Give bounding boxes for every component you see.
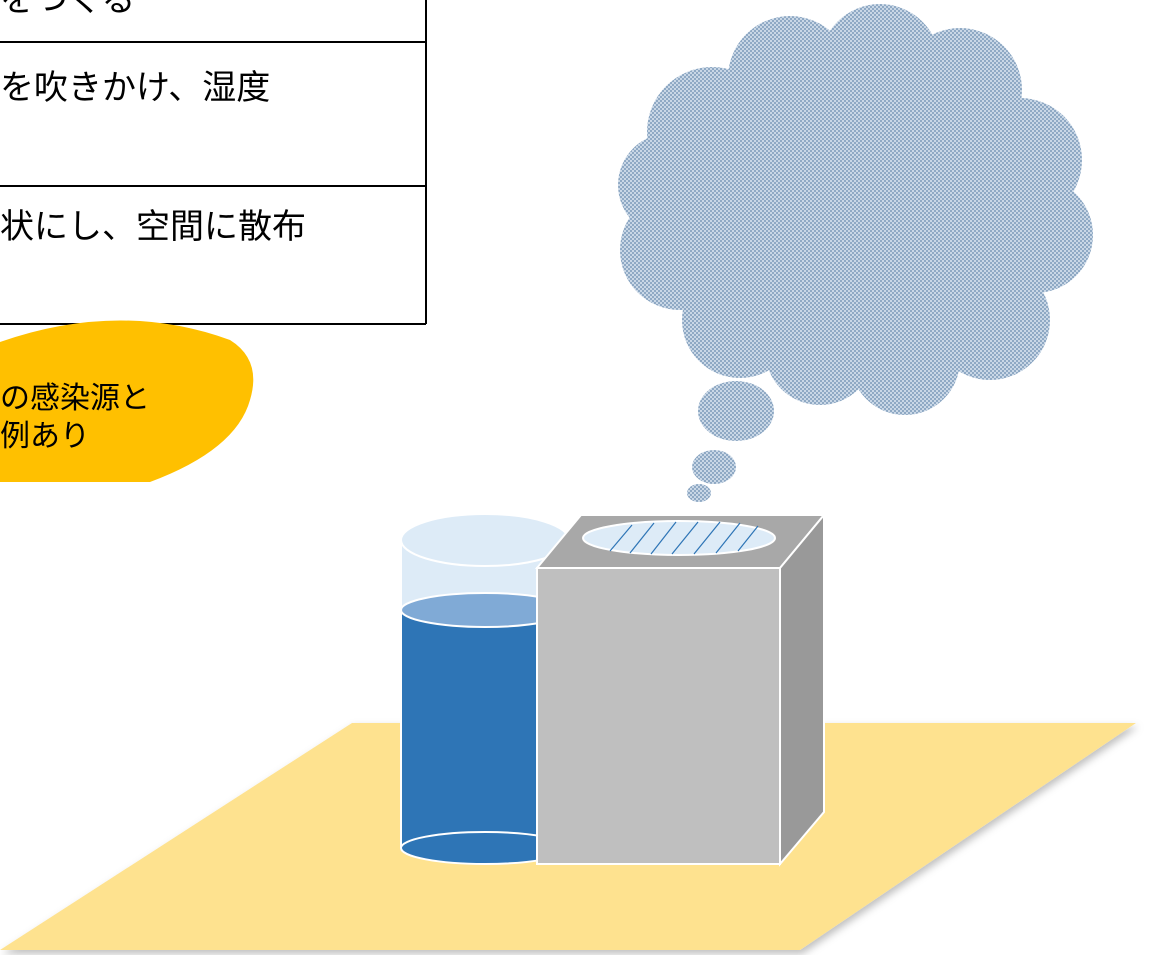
table-row-3: 状にし、空間に散布: [0, 207, 306, 247]
humidifier-unit: [534, 512, 827, 867]
table-row-1: をつくる: [0, 0, 136, 20]
warning-callout: [0, 320, 254, 482]
callout-line-2: 例あり: [0, 419, 90, 454]
table-row-2: を吹きかけ、湿度: [0, 68, 271, 108]
mist-outlet: [582, 520, 776, 556]
mist-cloud: [618, 4, 1093, 502]
method-table: [0, 0, 427, 325]
callout-line-1: の感染源と: [0, 381, 150, 416]
